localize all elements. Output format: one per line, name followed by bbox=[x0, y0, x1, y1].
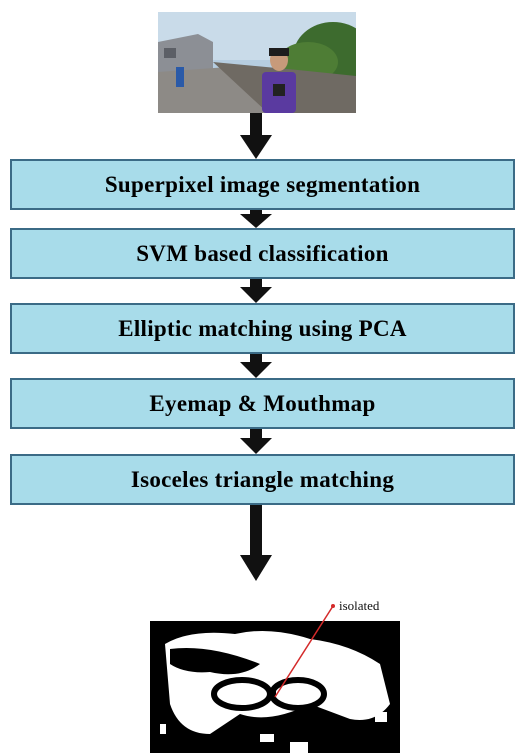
step-label: Elliptic matching using PCA bbox=[118, 315, 407, 341]
isolated-annotation-label: isolated bbox=[339, 598, 380, 613]
step-superpixel-segmentation: Superpixel image segmentation bbox=[10, 159, 515, 210]
step-label: Superpixel image segmentation bbox=[104, 171, 421, 197]
flow-arrow-1 bbox=[240, 113, 272, 159]
flow-arrow-4 bbox=[240, 354, 272, 378]
flow-arrow-3 bbox=[240, 279, 272, 303]
flow-arrow-2 bbox=[240, 210, 272, 228]
step-eyemap-mouthmap: Eyemap & Mouthmap bbox=[10, 378, 515, 429]
flow-arrow-5 bbox=[240, 429, 272, 454]
step-label: Eyemap & Mouthmap bbox=[149, 390, 376, 416]
step-elliptic-matching: Elliptic matching using PCA bbox=[10, 303, 515, 354]
flow-arrow-6 bbox=[240, 505, 272, 581]
step-label: SVM based classification bbox=[136, 240, 389, 266]
output-binary-face-image: isolated bbox=[150, 598, 400, 753]
step-isoceles-triangle-matching: Isoceles triangle matching bbox=[10, 454, 515, 505]
input-photo bbox=[158, 12, 356, 113]
step-svm-classification: SVM based classification bbox=[10, 228, 515, 279]
step-label: Isoceles triangle matching bbox=[130, 466, 395, 492]
